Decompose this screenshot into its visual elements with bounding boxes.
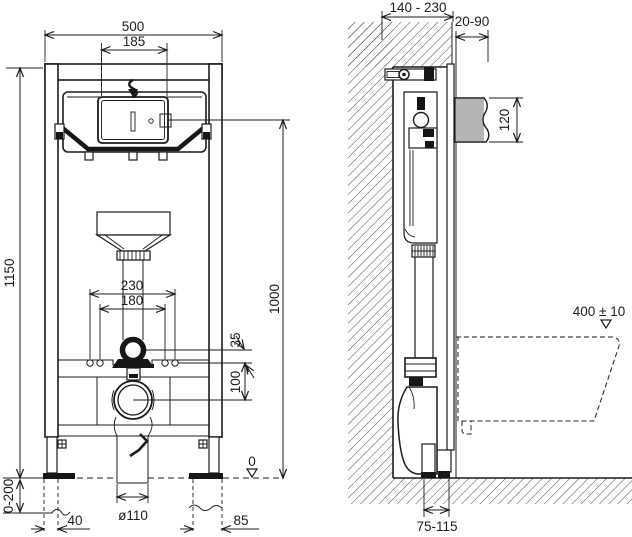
dim-fixing-spacing-outer: 230 (121, 278, 144, 293)
dim-panel-width: 185 (123, 34, 146, 49)
dim-outlet-diameter: ø110 (118, 508, 148, 523)
toilet-bowl-outline (456, 336, 620, 435)
dim-installation-depth: 140 - 230 (389, 0, 446, 15)
front-view: 500 185 1150 1000 230 180 (1, 19, 290, 534)
bowl-height-datum-marker (599, 319, 613, 330)
wall-hatching (348, 22, 632, 504)
front-dimensions: 500 185 1150 1000 230 180 (1, 19, 290, 534)
dim-frame-height: 1150 (2, 258, 17, 287)
flush-pipe-assembly (94, 211, 173, 368)
dim-fixing-spacing-inner: 180 (121, 293, 144, 308)
dim-leg-adjustment: 0-200 (1, 479, 16, 514)
dim-access-height: 120 (497, 109, 512, 132)
dim-frame-width: 500 (122, 19, 145, 34)
side-dimensions: 140 - 230 20-90 120 400 ± 10 75-115 (380, 0, 625, 534)
dim-wall-finish: 20-90 (455, 14, 490, 29)
dim-floor-level: 0 (248, 454, 256, 469)
flush-plate-duct (454, 97, 490, 143)
drain-outlet (111, 367, 155, 484)
concealed-cistern (54, 78, 212, 161)
water-inlet-arrow-icon (128, 78, 138, 99)
mounting-frame (43, 63, 223, 479)
dim-supply-offset: 35 (228, 332, 243, 347)
access-panel (97, 96, 172, 144)
cistern-support-strap (57, 123, 209, 152)
cistern-side-profile (403, 91, 438, 359)
flush-pipe-clamp (112, 336, 154, 368)
dim-outlet-offset: 100 (228, 371, 243, 394)
dim-bowl-rim-height: 400 ± 10 (573, 304, 625, 319)
bowl-connection-and-bend (397, 357, 438, 478)
wall-bracket (384, 67, 437, 81)
frame-side-profile (436, 63, 455, 478)
outlet-hook-detail (129, 433, 149, 458)
dim-right-foot-offset: 85 (233, 513, 248, 528)
dim-flush-pipe-height: 1000 (267, 284, 282, 314)
floor-hatching (393, 478, 632, 504)
leg-extension-dashes (3, 479, 223, 531)
floor-datum-marker (245, 468, 259, 479)
side-view: 140 - 230 20-90 120 400 ± 10 75-115 (348, 0, 632, 534)
dim-outlet-distance: 75-115 (416, 519, 457, 534)
dim-left-foot-offset: 40 (67, 513, 82, 528)
adjustable-legs (43, 436, 223, 479)
